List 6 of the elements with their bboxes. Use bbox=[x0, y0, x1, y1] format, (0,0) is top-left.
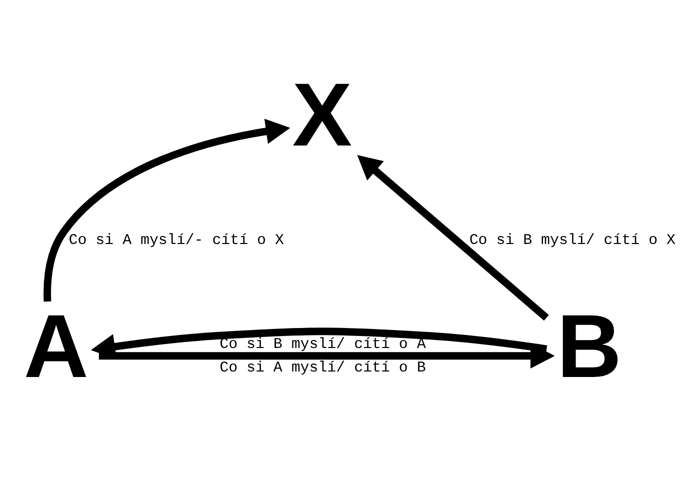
node-text: B bbox=[556, 297, 622, 398]
node-text: A bbox=[24, 297, 89, 398]
node-text: X bbox=[292, 65, 352, 166]
edge-label: Co si B myslí/ cítí o X bbox=[469, 232, 676, 249]
edge-label: Co si A myslí/- cítí o X bbox=[68, 232, 284, 249]
edge-label: Co si A myslí/ cítí o B bbox=[220, 360, 426, 377]
